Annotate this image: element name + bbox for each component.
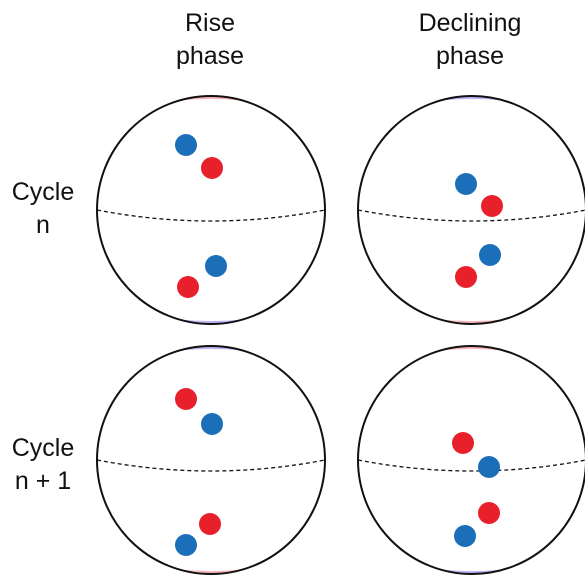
cycle-n1-rise-red-spot-3 <box>199 513 221 535</box>
cycle-n1-rise-blue-spot-2 <box>201 413 223 435</box>
row-label-cycle-n-line1: Cycle <box>11 178 75 206</box>
cycle-n-declining-red-spot-4 <box>455 266 477 288</box>
cycle-n1-rise-equator-dashed <box>96 459 326 472</box>
column-label-declining-line1: Declining <box>418 9 522 37</box>
cycle-n1-declining-blue-spot-2 <box>478 456 500 478</box>
row-label-cycle-n-line2: n <box>36 211 50 239</box>
cycle-n-declining-blue-spot-3 <box>479 244 501 266</box>
cycle-n1-rise-sphere-outline <box>96 345 326 575</box>
cycle-n1-declining-equator-dashed <box>357 459 585 472</box>
column-label-rise-phase: Rise phase <box>125 7 295 73</box>
cycle-n1-declining-blue-spot-4 <box>454 525 476 547</box>
cycle-n1-declining-red-spot-1 <box>452 432 474 454</box>
cycle-n-rise-blue-spot-3 <box>205 255 227 277</box>
column-label-declining-line2: phase <box>435 42 505 70</box>
cycle-n-rise-sphere-outline <box>96 95 326 325</box>
row-label-cycle-n1-line2: n + 1 <box>14 467 72 495</box>
row-label-cycle-n-plus-1: Cycle n + 1 <box>0 432 86 498</box>
cycle-n-declining-red-spot-2 <box>481 195 503 217</box>
cycle-n-rise-blue-spot-1 <box>175 134 197 156</box>
cycle-n-declining-blue-spot-1 <box>455 173 477 195</box>
cycle-n1-rise-blue-spot-4 <box>175 534 197 556</box>
cycle-n-rise-red-spot-2 <box>201 157 223 179</box>
column-label-declining-phase: Declining phase <box>385 7 555 73</box>
column-label-rise-line2: phase <box>175 42 245 70</box>
row-label-cycle-n: Cycle n <box>0 176 86 242</box>
column-label-rise-line1: Rise <box>184 9 235 37</box>
cycle-n-declining-sphere-outline <box>357 95 585 325</box>
row-label-cycle-n1-line1: Cycle <box>11 434 75 462</box>
cycle-n-declining-equator-dashed <box>357 209 585 222</box>
cycle-n-rise-equator-dashed <box>96 209 326 222</box>
cycle-n1-declining-red-spot-3 <box>478 502 500 524</box>
cycle-n-rise-red-spot-4 <box>177 276 199 298</box>
cycle-n1-rise-red-spot-1 <box>175 388 197 410</box>
